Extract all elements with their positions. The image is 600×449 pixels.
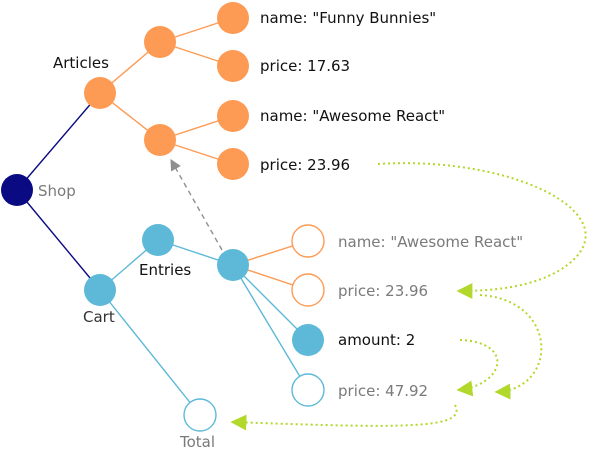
entries-node	[142, 224, 174, 256]
article2-node	[144, 124, 176, 156]
cart-node	[84, 274, 116, 306]
reference-arrow	[170, 159, 223, 251]
article1-node	[144, 26, 176, 58]
entry-price-node	[291, 273, 325, 307]
article1-price-node	[217, 50, 249, 82]
shop-node	[1, 174, 33, 206]
article1-name-node	[217, 2, 249, 34]
articles-label: Articles	[53, 54, 109, 72]
article2-price-label: price: 23.96	[260, 156, 350, 174]
derive-arrow-amount-to-total-price	[456, 339, 499, 397]
derivation-arrows	[230, 162, 587, 431]
article2-price-node	[217, 148, 249, 180]
entry-price-label: price: 23.96	[338, 282, 428, 300]
entry-total-price-label: price: 47.92	[338, 382, 428, 400]
edge-entry-amount	[232, 264, 309, 341]
entry-amount-node	[292, 324, 324, 356]
total-label: Total	[179, 433, 215, 449]
articles-node	[84, 77, 116, 109]
entry-name-label: name: "Awesome React"	[338, 233, 523, 251]
article1-price-label: price: 17.63	[260, 57, 350, 75]
labels: Shop Articles name: "Funny Bunnies" pric…	[38, 9, 523, 449]
edge-entry-total-price	[232, 264, 309, 391]
article1-name-label: name: "Funny Bunnies"	[260, 9, 436, 27]
shop-label: Shop	[38, 182, 76, 200]
edge-cart-total	[99, 289, 201, 416]
article2-name-label: name: "Awesome React"	[260, 107, 445, 125]
entry-node	[217, 249, 249, 281]
entries-label: Entries	[139, 261, 191, 279]
cart-label: Cart	[83, 308, 115, 326]
article2-name-node	[217, 100, 249, 132]
nodes	[1, 2, 325, 432]
derive-arrow-entry-price-to-total-price	[479, 294, 543, 400]
total-node	[183, 398, 217, 432]
edges	[16, 17, 309, 416]
derive-arrow-total-price-to-total	[230, 404, 458, 431]
derive-arrow-price-to-entry-price	[377, 162, 587, 299]
edge-shop-cart	[16, 189, 101, 291]
entry-name-node	[291, 224, 325, 258]
entry-amount-label: amount: 2	[338, 331, 415, 349]
edge-shop-articles	[16, 92, 101, 191]
entry-total-price-node	[291, 373, 325, 407]
